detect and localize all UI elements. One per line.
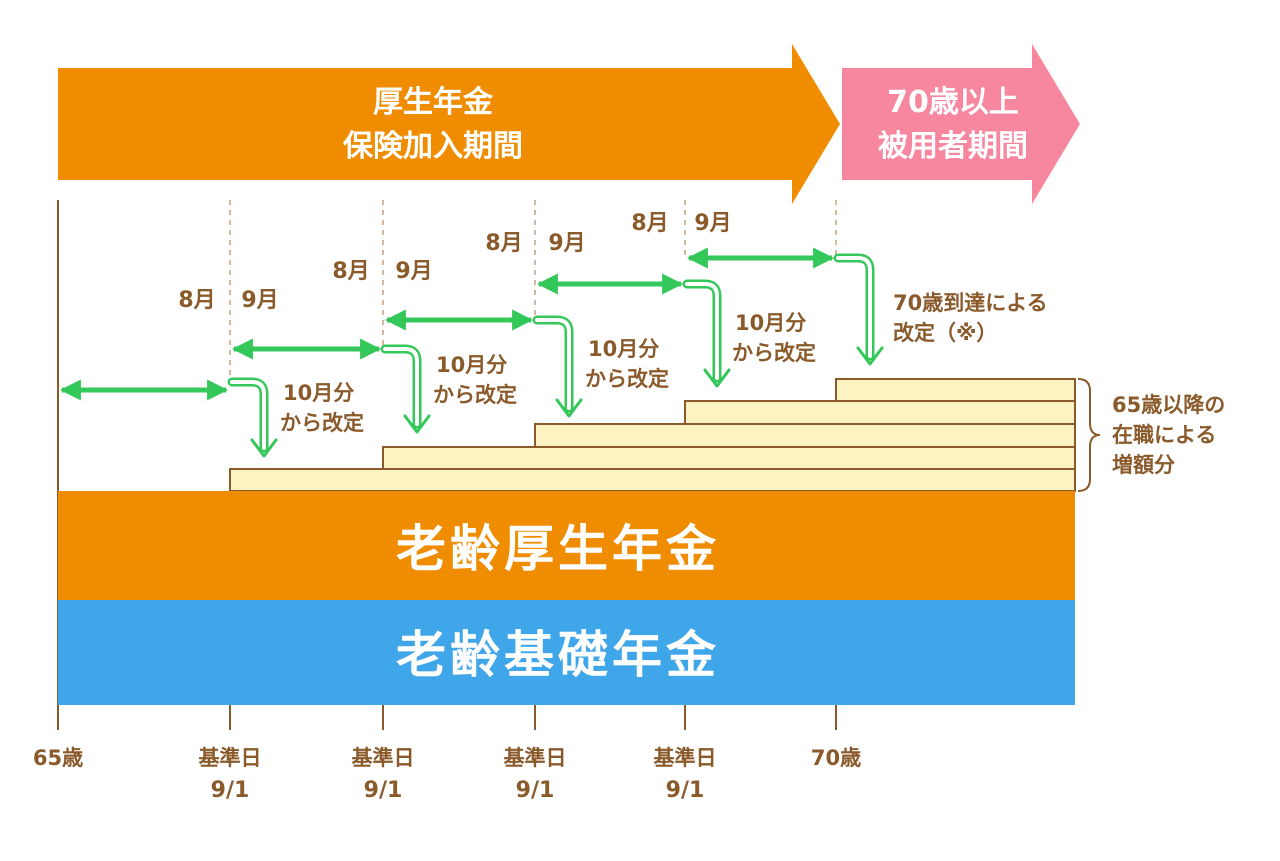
revision-label-1-line1: 10月分 — [283, 381, 354, 405]
employees-pension-band-rect — [58, 491, 1075, 600]
increase-label: 65歳以降の 在職による 増額分 — [1112, 393, 1225, 477]
reference-date-3-line1: 基準日 — [504, 746, 567, 770]
reference-date-1-line1: 基準日 — [199, 746, 262, 770]
timeline-labels: 65歳 基準日 9/1 基準日 9/1 基準日 9/1 基準日 9/1 70歳 — [33, 746, 861, 803]
increase-label-line1: 65歳以降の — [1112, 393, 1225, 417]
reference-date-4-line1: 基準日 — [654, 746, 717, 770]
age70-revision-line1: 70歳到達による — [893, 291, 1048, 315]
axis-end-label: 70歳 — [811, 746, 861, 770]
insured-period-arrow: 厚生年金 保険加入期間 — [58, 44, 840, 204]
revision-label-1-line2: から改定 — [280, 411, 364, 435]
employees-pension-band: 老齢厚生年金 — [58, 491, 1075, 600]
revision-label-3-line1: 10月分 — [588, 337, 659, 361]
reference-date-4-line2: 9/1 — [666, 778, 705, 803]
increase-step-1 — [229, 468, 1076, 492]
increase-steps — [229, 378, 1076, 492]
revision-arrow-3 — [532, 315, 583, 418]
reference-date-2-line2: 9/1 — [364, 778, 403, 803]
august-label-1: 8月 — [178, 288, 215, 313]
august-label-4: 8月 — [631, 211, 668, 236]
age70-revision-line2: 改定（※） — [893, 321, 997, 345]
september-label-1: 9月 — [241, 288, 278, 313]
revision-arrow-2 — [380, 344, 431, 434]
basic-pension-label: 老齢基礎年金 — [396, 626, 720, 684]
increase-label-line2: 在職による — [1112, 423, 1216, 447]
increase-step-3 — [534, 423, 1076, 448]
insured-period-line2: 保険加入期間 — [343, 129, 523, 164]
revision-arrows — [227, 253, 884, 458]
over70-period-line2: 被用者期間 — [878, 129, 1028, 164]
revision-arrow-1 — [227, 377, 278, 458]
revision-label-4-line1: 10月分 — [735, 311, 806, 335]
employees-pension-label: 老齢厚生年金 — [396, 520, 720, 578]
september-label-3: 9月 — [548, 231, 585, 256]
september-label-2: 9月 — [395, 259, 432, 284]
increase-label-line3: 増額分 — [1112, 453, 1175, 477]
over70-period-arrow: 70歳以上 被用者期間 — [842, 44, 1080, 204]
reference-date-1-line2: 9/1 — [211, 778, 250, 803]
axis-start-label: 65歳 — [33, 746, 83, 770]
august-label-3: 8月 — [485, 231, 522, 256]
increase-step-4 — [684, 400, 1076, 425]
revision-arrow-5 — [833, 253, 884, 366]
basic-pension-band: 老齢基礎年金 — [58, 600, 1075, 705]
reference-date-3-line2: 9/1 — [516, 778, 555, 803]
over70-period-line1: 70歳以上 — [887, 85, 1019, 120]
revision-label-4-line2: から改定 — [732, 341, 816, 365]
revision-label-3-line2: から改定 — [585, 367, 669, 391]
august-label-2: 8月 — [332, 259, 369, 284]
revision-arrow-4 — [682, 279, 731, 388]
revision-label-2-line1: 10月分 — [436, 353, 507, 377]
insured-period-line1: 厚生年金 — [373, 85, 494, 120]
period-arrows — [59, 247, 835, 401]
september-label-4: 9月 — [694, 211, 731, 236]
insured-period-arrow-shape — [58, 44, 840, 204]
increase-step-2 — [382, 446, 1076, 470]
increase-step-5 — [835, 378, 1076, 402]
over70-period-arrow-shape — [842, 44, 1080, 204]
reference-date-2-line1: 基準日 — [352, 746, 415, 770]
timeline-ticks — [229, 705, 837, 730]
dashed-guides — [229, 200, 837, 378]
revision-labels: 10月分 から改定 10月分 から改定 10月分 から改定 10月分 から改定 … — [280, 291, 1048, 435]
basic-pension-band-rect — [58, 600, 1075, 705]
increase-brace — [1077, 378, 1101, 492]
revision-label-2-line2: から改定 — [433, 383, 517, 407]
month-labels: 8月 9月 8月 9月 8月 9月 8月 9月 — [178, 211, 731, 313]
